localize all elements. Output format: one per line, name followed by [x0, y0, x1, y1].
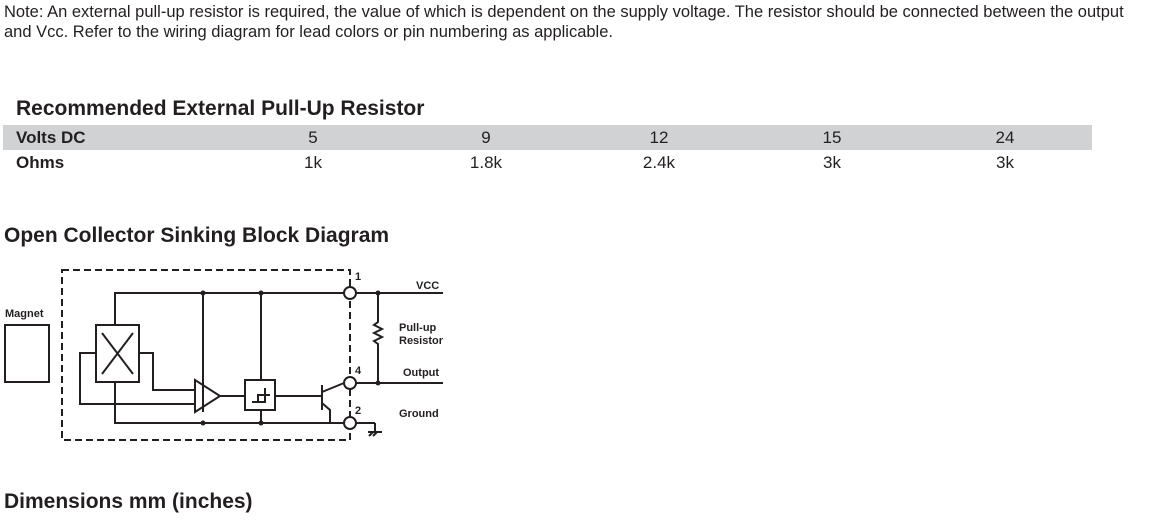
pin-1-label: 1: [355, 271, 361, 283]
resistor-table-title: Recommended External Pull-Up Resistor: [16, 97, 425, 120]
table-row: Ohms 1k 1.8k 2.4k 3k 3k: [3, 150, 1092, 175]
volts-label: Volts DC: [16, 128, 86, 147]
ohms-cell: 2.4k: [642, 153, 676, 172]
ground-label: Ground: [399, 408, 439, 420]
resistor-label: Resistor: [399, 335, 444, 347]
ohms-cell: 3k: [823, 153, 841, 172]
ground-icon: [368, 423, 382, 437]
volts-cell: 12: [649, 128, 669, 147]
pin-4-label: 4: [355, 365, 362, 377]
hall-element: [95, 324, 140, 383]
output-label: Output: [403, 367, 439, 379]
block-diagram-title: Open Collector Sinking Block Diagram: [4, 224, 390, 247]
volts-cell: 9: [481, 128, 491, 147]
table-header-row: Volts DC 5 9 12 15 24: [3, 125, 1092, 150]
ground-rail: [114, 382, 375, 424]
pullup-label: Pull-up: [399, 322, 437, 334]
pullup-resistor: [371, 293, 385, 383]
pin-4: [343, 376, 357, 390]
resistor-table: Volts DC 5 9 12 15 24 Ohms 1k 1.8k 2.4k …: [3, 125, 1092, 175]
magnet-label: Magnet: [5, 308, 44, 320]
magnet-box: [4, 324, 50, 383]
comparator: [194, 293, 245, 414]
pin-2-label: 2: [355, 405, 361, 417]
sensor-boundary: [61, 269, 351, 441]
ohms-cell: 1k: [304, 153, 322, 172]
ohms-cell: 1.8k: [469, 153, 503, 172]
dimensions-title: Dimensions mm (inches): [4, 490, 253, 513]
ohms-cell: 3k: [996, 153, 1014, 172]
pullup-note: Note: An external pull-up resistor is re…: [4, 3, 1124, 41]
ohms-label: Ohms: [16, 153, 65, 172]
pin-1: [343, 286, 357, 300]
volts-cell: 24: [995, 128, 1015, 147]
schmitt-trigger: [244, 293, 276, 423]
volts-cell: 15: [822, 128, 842, 147]
vcc-label: VCC: [416, 280, 439, 292]
hall-output-wires: [79, 352, 195, 405]
vcc-rail: [114, 292, 443, 325]
pin-2: [343, 416, 357, 430]
volts-cell: 5: [308, 128, 318, 147]
output-transistor: [275, 382, 345, 423]
